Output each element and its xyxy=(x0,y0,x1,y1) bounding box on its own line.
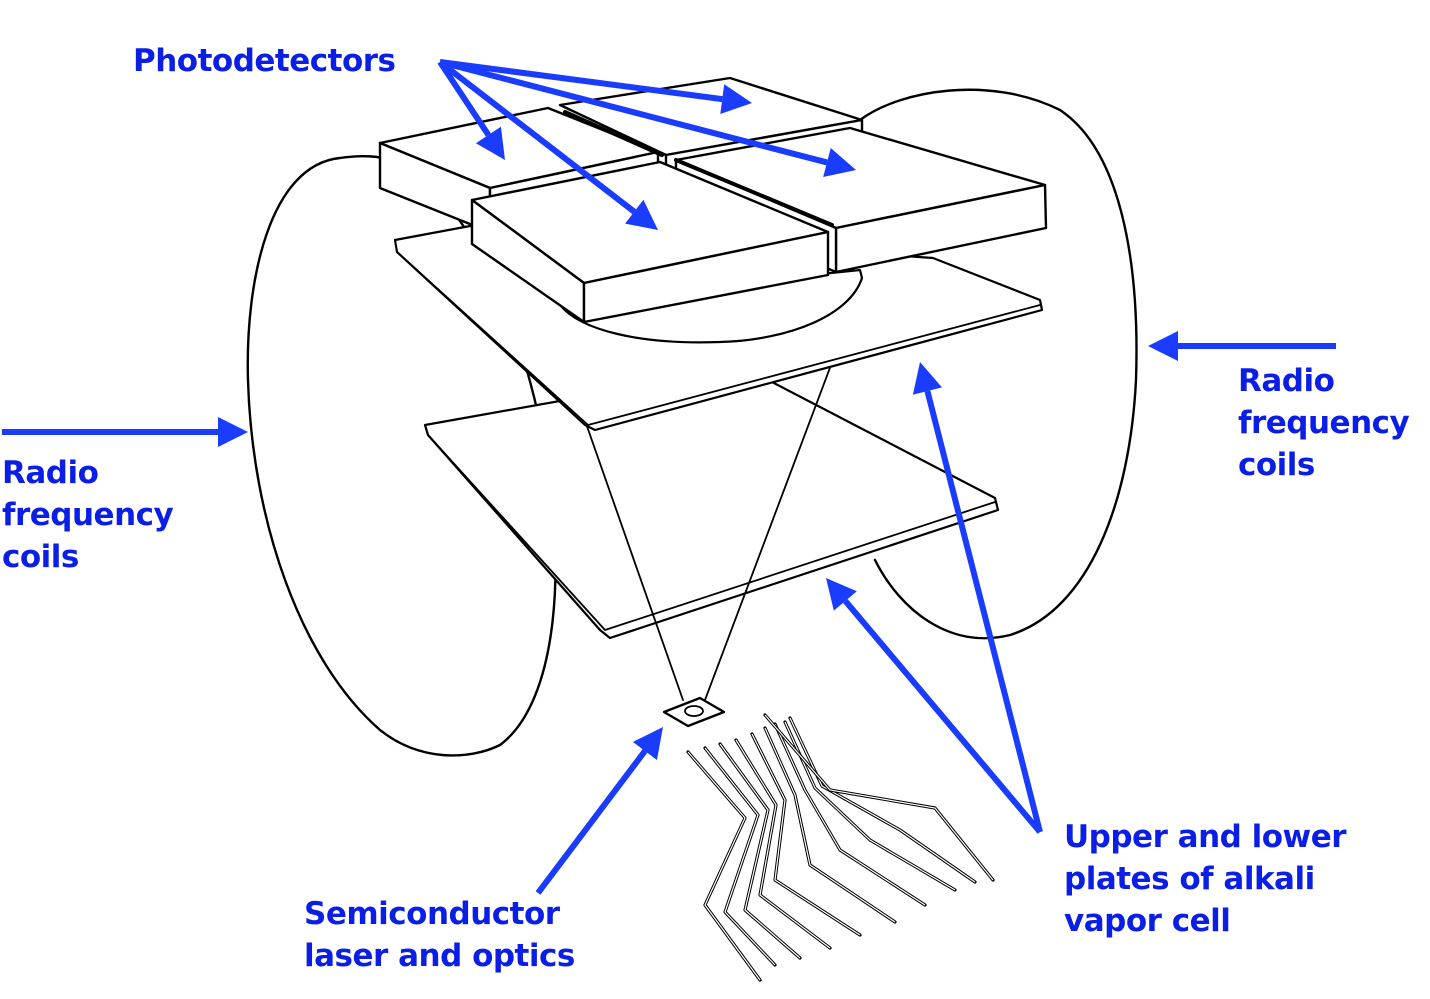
label-line: coils xyxy=(1238,447,1315,483)
label-line: laser and optics xyxy=(304,938,575,974)
arrow-rf-right xyxy=(1148,331,1336,361)
lead-frame-pin xyxy=(763,726,897,924)
label-line: coils xyxy=(2,539,79,575)
label-rf-coils-right: Radio frequency coils xyxy=(1238,360,1410,486)
arrow-shaft xyxy=(535,749,648,895)
arrow-head xyxy=(475,126,505,160)
annotation-arrows xyxy=(2,59,1336,895)
arrow-shaft xyxy=(439,59,723,103)
lead-frame-pin-inner xyxy=(764,714,994,881)
arrow-photodetector-4 xyxy=(439,59,856,177)
vapor-cell-lower-plate xyxy=(423,366,1000,640)
lead-frame-pin-inner xyxy=(719,743,801,959)
label-rf-coils-left: Radio frequency coils xyxy=(2,452,174,578)
label-vapor-cell: Upper and lower plates of alkali vapor c… xyxy=(1064,816,1347,942)
label-line: Semiconductor xyxy=(304,896,560,932)
lead-frame-pin xyxy=(703,746,777,967)
arrow-laser xyxy=(535,727,663,895)
arrow-head xyxy=(720,84,752,114)
arrow-shaft xyxy=(438,59,637,215)
label-line: Radio xyxy=(2,455,99,491)
arrow-photodetector-1 xyxy=(437,60,505,160)
lead-frame-pin-inner xyxy=(764,727,896,923)
label-line: frequency xyxy=(1238,405,1410,441)
arrow-vapor-lower xyxy=(826,578,1043,834)
arrow-head xyxy=(625,199,658,230)
arrow-vapor-upper xyxy=(912,362,1043,833)
arrow-photodetector-2 xyxy=(438,59,658,230)
lead-frame-pin-inner xyxy=(735,739,831,949)
label-laser: Semiconductor laser and optics xyxy=(304,893,575,977)
arrow-shaft xyxy=(437,60,491,137)
label-line: vapor cell xyxy=(1064,903,1231,939)
arrow-photodetector-3 xyxy=(439,59,752,114)
label-line: Radio xyxy=(1238,363,1335,399)
lead-frame-pin-inner xyxy=(774,723,926,906)
lens xyxy=(558,268,864,344)
rf-coil-right xyxy=(858,88,1138,640)
label-line: plates of alkali xyxy=(1064,861,1315,897)
arrow-head xyxy=(912,362,942,395)
arrow-head xyxy=(1148,331,1178,361)
arrow-head xyxy=(218,417,248,447)
arrow-shaft xyxy=(843,599,1043,834)
arrow-head xyxy=(823,147,856,177)
lead-frame xyxy=(686,713,995,982)
photodetector-gap xyxy=(563,110,834,227)
lead-frame-pin-inner xyxy=(687,751,761,981)
lead-frame-pin-inner xyxy=(789,717,976,883)
semiconductor-laser xyxy=(662,696,726,728)
label-photodetectors: Photodetectors xyxy=(133,43,396,79)
arrow-shaft xyxy=(439,59,828,166)
label-line: Upper and lower xyxy=(1064,819,1347,855)
arrow-head xyxy=(632,727,663,760)
arrow-rf-left xyxy=(2,417,248,447)
arrow-head xyxy=(826,578,857,611)
lead-frame-pin-inner xyxy=(751,733,861,936)
label-line: frequency xyxy=(2,497,174,533)
lead-frame-pin-inner xyxy=(704,747,776,966)
arrow-shaft xyxy=(924,390,1043,833)
